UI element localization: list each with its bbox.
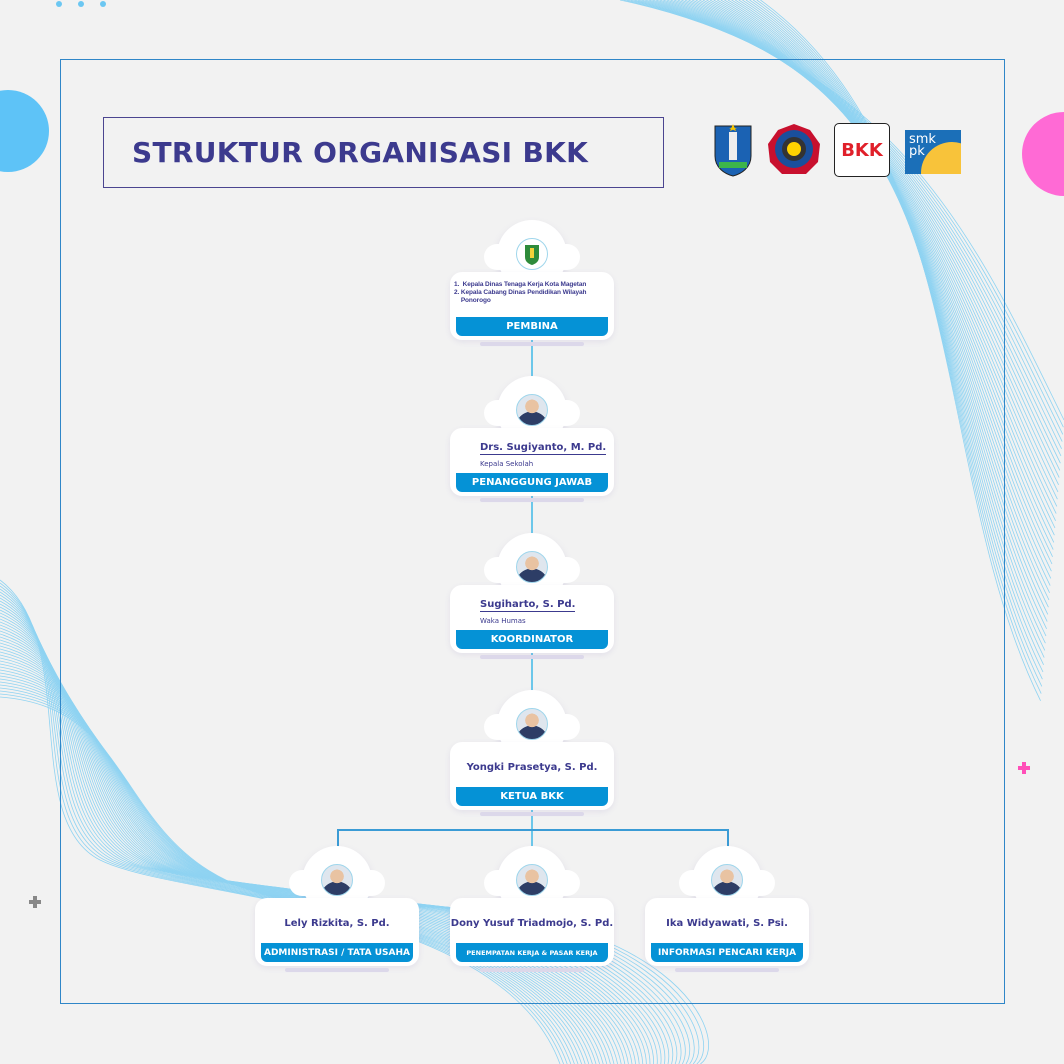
- person-role: Kepala Sekolah: [480, 460, 534, 468]
- wave-line: [699, 0, 1052, 579]
- jatim-emblem-icon: [516, 238, 548, 270]
- wave-line: [688, 0, 1053, 557]
- wave-line: [713, 0, 1049, 608]
- node-staff-penempatan: Dony Yusuf Triadmojo, S. Pd. PENEMPATAN …: [450, 846, 614, 972]
- plus-icon: [29, 896, 41, 908]
- role-label: KETUA BKK: [456, 787, 608, 806]
- connector-line: [531, 653, 533, 693]
- person-name: Yongki Prasetya, S. Pd.: [466, 762, 598, 773]
- wave-line: [655, 0, 1059, 493]
- wave-line: [738, 0, 1045, 658]
- pink-circle-decoration: [1022, 112, 1064, 196]
- wave-line: [681, 0, 1055, 543]
- wave-line: [702, 0, 1051, 586]
- role-label: KOORDINATOR: [456, 630, 608, 649]
- person-name: Sugiharto, S. Pd.: [480, 599, 576, 612]
- node-pembina: 1. Kepala Dinas Tenaga Kerja Kota Mageta…: [450, 220, 614, 346]
- connector-line: [337, 829, 728, 831]
- person-name: Ika Widyawati, S. Psi.: [666, 918, 788, 929]
- avatar: [516, 394, 548, 426]
- wave-line: [670, 0, 1056, 521]
- wave-line: [659, 0, 1058, 500]
- pembina-list: 1. Kepala Dinas Tenaga Kerja Kota Mageta…: [454, 281, 587, 304]
- wave-line: [663, 0, 1058, 507]
- connector-line: [727, 829, 729, 849]
- role-label: PENANGGUNG JAWAB: [456, 473, 608, 492]
- wave-line: [717, 0, 1049, 615]
- page-title: STRUKTUR ORGANISASI BKK: [132, 136, 589, 169]
- wave-line: [648, 0, 1060, 478]
- wave-line: [645, 0, 1061, 471]
- title-box: STRUKTUR ORGANISASI BKK: [103, 117, 664, 188]
- avatar: [321, 864, 353, 896]
- smkpk-logo: smk pk: [905, 130, 961, 174]
- wave-line: [760, 0, 1041, 701]
- person-name: Lely Rizkita, S. Pd.: [284, 918, 390, 929]
- wave-line: [720, 0, 1048, 622]
- wave-line: [684, 0, 1054, 550]
- plus-icon: [1018, 762, 1030, 774]
- connector-line: [531, 340, 533, 380]
- node-staff-administrasi: Lely Rizkita, S. Pd. ADMINISTRASI / TATA…: [255, 846, 419, 972]
- bkk-logo: BKK: [834, 123, 890, 177]
- avatar: [516, 864, 548, 896]
- school-logo: [766, 123, 822, 177]
- role-label: INFORMASI PENCARI KERJA: [651, 943, 803, 962]
- node-staff-informasi: Ika Widyawati, S. Psi. INFORMASI PENCARI…: [645, 846, 809, 972]
- node-ketua-bkk: Yongki Prasetya, S. Pd. KETUA BKK: [450, 690, 614, 816]
- wave-line: [691, 0, 1053, 565]
- role-label: PENEMPATAN KERJA & PASAR KERJA: [456, 943, 608, 962]
- wave-line: [695, 0, 1052, 572]
- role-label: PEMBINA: [456, 317, 608, 336]
- wave-line: [677, 0, 1055, 536]
- wave-line: [742, 0, 1044, 665]
- avatar: [516, 708, 548, 740]
- avatar: [711, 864, 743, 896]
- node-koordinator: Sugiharto, S. Pd. Waka Humas KOORDINATOR: [450, 533, 614, 659]
- person-name: Dony Yusuf Triadmojo, S. Pd.: [450, 918, 614, 929]
- wave-line: [641, 0, 1061, 464]
- wave-line: [724, 0, 1047, 629]
- avatar: [516, 551, 548, 583]
- dots-decoration: [56, 1, 106, 7]
- content-frame: [60, 59, 1005, 1004]
- wave-line: [652, 0, 1059, 485]
- node-penanggung-jawab: Drs. Sugiyanto, M. Pd. Kepala Sekolah PE…: [450, 376, 614, 502]
- connector-line: [531, 496, 533, 536]
- wave-line: [734, 0, 1046, 651]
- wave-line: [666, 0, 1057, 514]
- wave-line: [709, 0, 1050, 601]
- blue-circle-decoration: [0, 90, 49, 172]
- wave-line: [673, 0, 1056, 529]
- wave-line: [731, 0, 1046, 644]
- person-role: Waka Humas: [480, 617, 526, 625]
- jatim-logo: [705, 123, 761, 177]
- connector-line: [337, 829, 339, 849]
- role-label: ADMINISTRASI / TATA USAHA: [261, 943, 413, 962]
- person-name: Drs. Sugiyanto, M. Pd.: [480, 442, 607, 455]
- wave-line: [727, 0, 1047, 637]
